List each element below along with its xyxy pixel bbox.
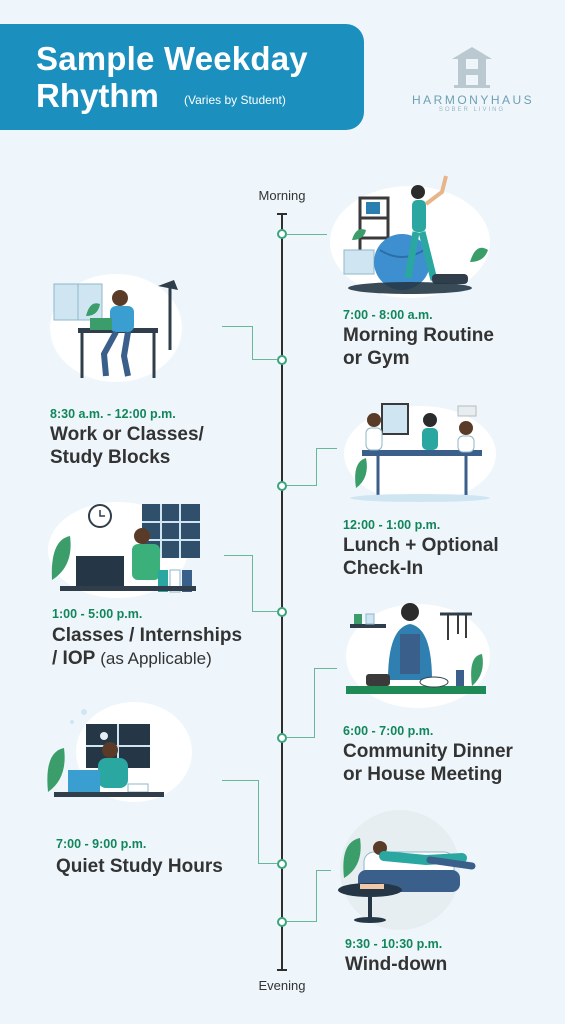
page-subtitle: (Varies by Student) [184,93,286,107]
connector-line [317,448,337,449]
timeline-node [277,481,287,491]
entry-title: Work or Classes/ Study Blocks [50,423,204,469]
timeline-node [277,229,287,239]
connector-line [222,780,258,781]
entry-title-line: or Gym [343,348,410,369]
timeline-node [277,607,287,617]
relaxing-couch-illustration [338,810,476,930]
cooking-illustration [346,603,490,708]
entry-title: Morning Routine or Gym [343,324,494,370]
office-classes-illustration [48,502,200,598]
night-study-illustration [47,702,192,802]
connector-line [317,870,331,871]
timeline-node [277,859,287,869]
entry-time: 7:00 - 8:00 a.m. [343,308,433,322]
timeline-node [277,355,287,365]
entry-title: Wind-down [345,953,447,976]
entry-title-line: Morning Routine [343,325,494,346]
entry-title-line: / IOP (as Applicable) [52,647,242,670]
entry-time: 6:00 - 7:00 p.m. [343,724,434,738]
entry-title-suffix: (as Applicable) [100,649,212,668]
connector-line [287,668,315,738]
page-title-line1: Sample Weekday [36,40,308,77]
timeline-start-label: Morning [258,188,306,203]
entry-time: 1:00 - 5:00 p.m. [52,607,143,621]
timeline-cap-bottom [277,969,287,971]
entry-title-line: or House Meeting [343,764,503,785]
connector-line [287,448,317,486]
entry-title-line: Study Blocks [50,447,171,468]
timeline-end-label: Evening [258,978,306,993]
timeline-axis [281,214,283,970]
connector-line [224,555,252,556]
entry-title: Quiet Study Hours [56,855,223,878]
desk-work-illustration [50,274,182,382]
entry-title-line: Check-In [343,558,424,579]
connector-line [252,555,277,612]
entry-time: 8:30 a.m. - 12:00 p.m. [50,407,176,421]
entry-title: Community Dinner or House Meeting [343,740,513,786]
house-h-icon [452,47,492,88]
connector-line [222,326,252,327]
entry-title-line: Wind-down [345,954,448,975]
connector-line [315,668,337,669]
brand-logo: HARMONYHAUS SOBER LIVING [412,45,532,115]
entry-title-line: Work or Classes/ [50,424,204,445]
entry-title: Classes / Internships / IOP (as Applicab… [52,624,242,670]
connector-line [287,234,327,235]
connector-line [287,870,317,922]
entry-title-line: Classes / Internships [52,625,243,646]
page-title-line2: Rhythm [36,77,159,114]
entry-time: 7:00 - 9:00 p.m. [56,837,147,851]
lunch-meeting-illustration [344,403,496,502]
entry-title-line: Lunch + Optional [343,535,499,556]
entry-time: 9:30 - 10:30 p.m. [345,937,443,951]
entry-title-line: Community Dinner [343,741,513,762]
entry-time: 12:00 - 1:00 p.m. [343,518,441,532]
brand-name: HARMONYHAUS [412,93,535,107]
header-banner: Sample Weekday Rhythm (Varies by Student… [0,24,364,130]
brand-tagline: SOBER LIVING [438,107,506,113]
entry-title: Lunch + Optional Check-In [343,534,499,580]
gym-illustration [330,175,490,298]
timeline-node [277,917,287,927]
entry-title-line: Quiet Study Hours [56,856,223,877]
entry-title-part: / IOP [52,648,95,669]
connector-line [258,780,277,864]
timeline-node [277,733,287,743]
connector-line [252,326,277,360]
